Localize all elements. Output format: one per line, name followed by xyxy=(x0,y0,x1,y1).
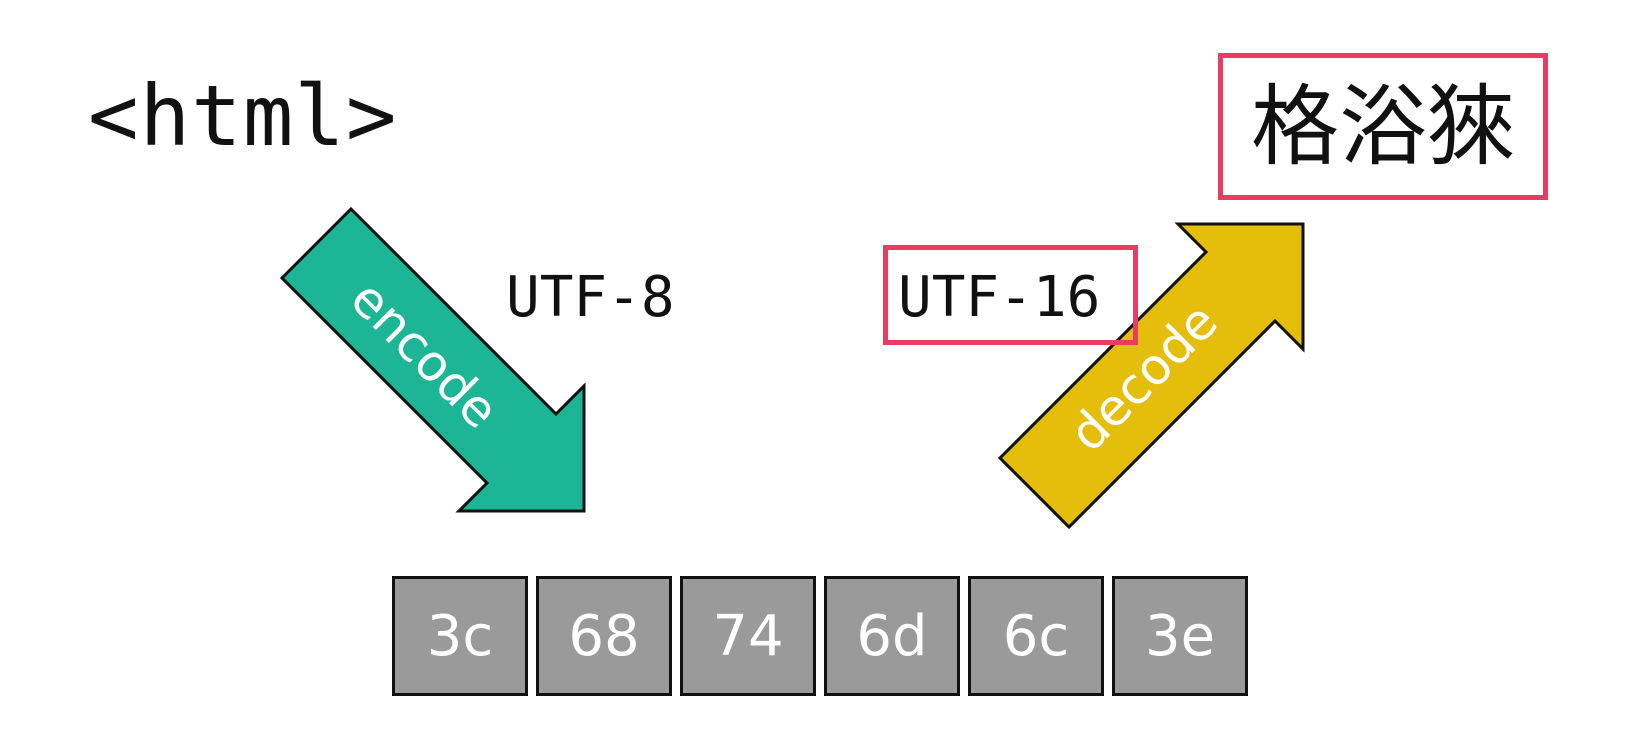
byte-cell: 68 xyxy=(536,576,672,696)
byte-cell: 6d xyxy=(824,576,960,696)
source-text: <html> xyxy=(88,67,398,165)
byte-row: 3c 68 74 6d 6c 3e xyxy=(392,576,1248,696)
encode-arrow: encode xyxy=(279,206,586,513)
byte-cell: 3e xyxy=(1112,576,1248,696)
result-text: 格浴猍 xyxy=(1250,74,1515,178)
decode-encoding-highlight xyxy=(883,245,1138,345)
byte-cell: 3c xyxy=(392,576,528,696)
encode-encoding-label: UTF-8 xyxy=(506,265,675,330)
decode-encoding-label: UTF-16 xyxy=(898,265,1101,330)
byte-cell: 6c xyxy=(968,576,1104,696)
byte-cell: 74 xyxy=(680,576,816,696)
result-highlight: 格浴猍 xyxy=(1218,53,1548,200)
